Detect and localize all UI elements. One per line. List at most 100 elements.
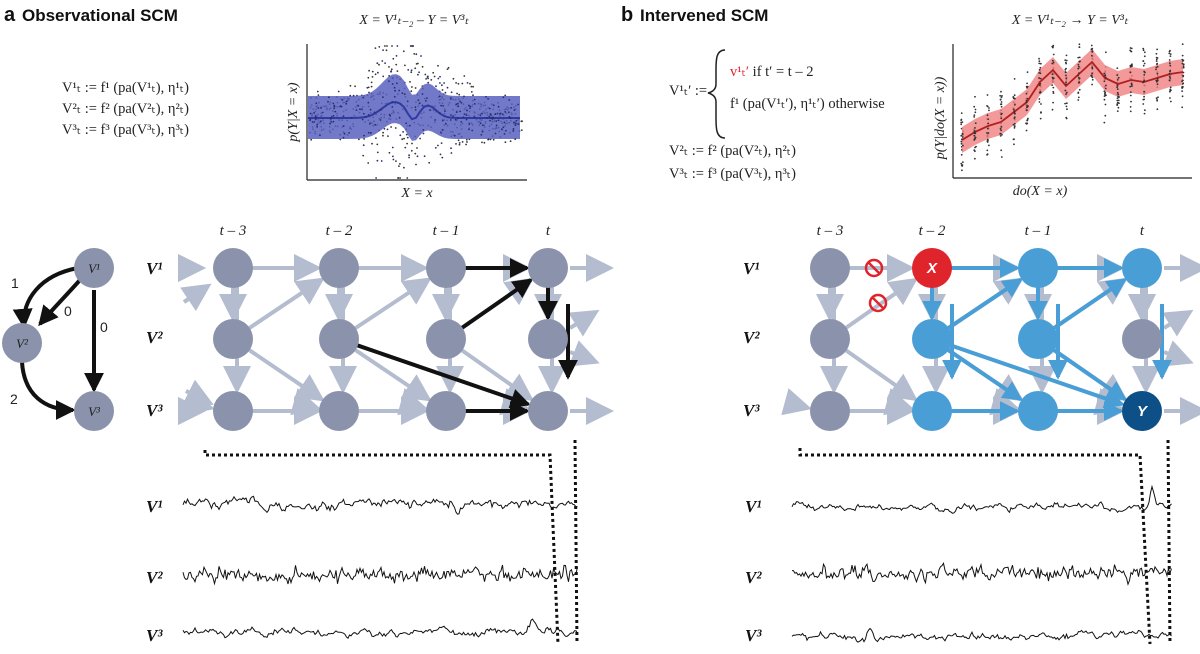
scatter-point: [986, 94, 989, 96]
scatter-point: [1078, 43, 1081, 46]
scatter-point: [488, 115, 491, 118]
scatter-point: [1156, 48, 1159, 51]
scatter-point: [465, 138, 468, 141]
scatter-point: [509, 117, 512, 119]
scatter-point: [1051, 73, 1054, 76]
scatter-point: [379, 119, 382, 121]
scatter-point: [504, 94, 507, 97]
scatter-point: [376, 151, 379, 154]
panel-a-time-series: V¹ V² V³: [146, 439, 579, 645]
scatter-point: [509, 140, 512, 143]
incoming-stub: [182, 379, 214, 405]
scatter-point: [1065, 77, 1068, 80]
scatter-point: [1168, 90, 1171, 93]
scatter-point: [1065, 59, 1068, 62]
scatter-point: [1131, 65, 1133, 68]
scatter-point: [1181, 80, 1183, 83]
scatter-point: [960, 138, 963, 141]
scatter-point: [1077, 81, 1080, 84]
equation-v3: V³ₜ := f³ (pa(V³ₜ), η³ₜ): [62, 122, 189, 138]
scatter-point: [502, 96, 505, 99]
observational-y-label: p(Y|X = x): [286, 82, 301, 143]
scatter-point: [332, 114, 335, 117]
scatter-point: [395, 63, 398, 66]
scatter-point: [443, 82, 445, 84]
scatter-point: [1078, 46, 1081, 48]
scatter-point: [1025, 101, 1028, 104]
scatter-point: [375, 137, 377, 140]
scatter-point: [1142, 64, 1145, 67]
scatter-point: [455, 82, 457, 84]
scatter-point: [390, 126, 392, 128]
scatter-point: [1026, 86, 1028, 89]
scatter-point: [424, 73, 427, 76]
scatter-point: [1116, 91, 1119, 94]
scatter-point: [1143, 95, 1145, 98]
scatter-point: [1156, 65, 1159, 68]
scatter-point: [377, 71, 379, 74]
scatter-point: [1065, 116, 1068, 119]
scatter-point: [1065, 74, 1067, 77]
scatter-point: [960, 118, 963, 121]
scatter-point: [406, 142, 408, 145]
scatter-point: [1026, 82, 1028, 85]
scatter-point: [437, 77, 440, 80]
scatter-point: [1130, 63, 1133, 66]
scatter-point: [1169, 77, 1172, 79]
scatter-point: [1038, 72, 1041, 74]
scatter-point: [1077, 92, 1080, 94]
scatter-point: [1129, 91, 1132, 93]
scatter-point: [986, 132, 988, 134]
scatter-point: [999, 127, 1002, 130]
scatter-point: [316, 125, 318, 128]
node: [528, 391, 568, 431]
scatter-point: [1077, 99, 1080, 101]
scatter-point: [376, 143, 379, 146]
scatter-point: [365, 116, 367, 118]
scatter-point: [1169, 55, 1172, 57]
scatter-point: [394, 89, 396, 92]
scatter-point: [321, 111, 324, 114]
scatter-point: [367, 114, 370, 116]
scatter-point: [973, 114, 976, 116]
scatter-point: [1143, 74, 1146, 76]
scatter-point: [371, 142, 373, 145]
scatter-point: [332, 102, 335, 105]
time-label-t-3: t – 3: [220, 223, 247, 239]
scatter-point: [1168, 52, 1171, 55]
panel-b-equations: V¹ₜ′ := v¹ₜ′ if t′ = t – 2 f¹ (pa(V¹ₜ′),…: [669, 49, 885, 182]
scatter-point: [374, 73, 377, 76]
interventional-plot-title: X = V¹ₜ₋₂ → Y = V³ₜ: [1011, 13, 1129, 28]
scatter-point: [504, 141, 507, 144]
scatter-point: [1000, 105, 1003, 108]
blocked-edge-icon-bar: [871, 296, 885, 310]
scatter-point: [1052, 61, 1055, 64]
scatter-point: [333, 107, 335, 110]
observational-band: [308, 74, 520, 141]
node: [1122, 248, 1162, 288]
scatter-point: [1065, 93, 1067, 95]
scatter-point: [520, 120, 523, 123]
scatter-point: [349, 94, 352, 97]
outgoing-stub: [1162, 309, 1194, 337]
scatter-point: [438, 95, 441, 98]
scatter-point: [973, 105, 976, 108]
scatter-point: [320, 120, 322, 123]
scatter-point: [1142, 98, 1145, 101]
scatter-point: [1142, 47, 1145, 50]
scatter-point: [399, 177, 401, 179]
scatter-point: [1078, 77, 1081, 80]
scatter-point: [974, 137, 976, 140]
scatter-point: [467, 104, 470, 107]
scatter-point: [961, 132, 964, 135]
scatter-point: [1025, 123, 1028, 125]
scatter-point: [1038, 62, 1041, 65]
scatter-point: [469, 105, 472, 108]
scatter-point: [423, 155, 426, 158]
scatter-point: [397, 177, 399, 179]
scatter-point: [342, 115, 345, 117]
scatter-point: [369, 131, 372, 134]
scatter-point: [1104, 87, 1107, 90]
scatter-point: [1000, 90, 1002, 93]
scatter-point: [1052, 101, 1055, 104]
